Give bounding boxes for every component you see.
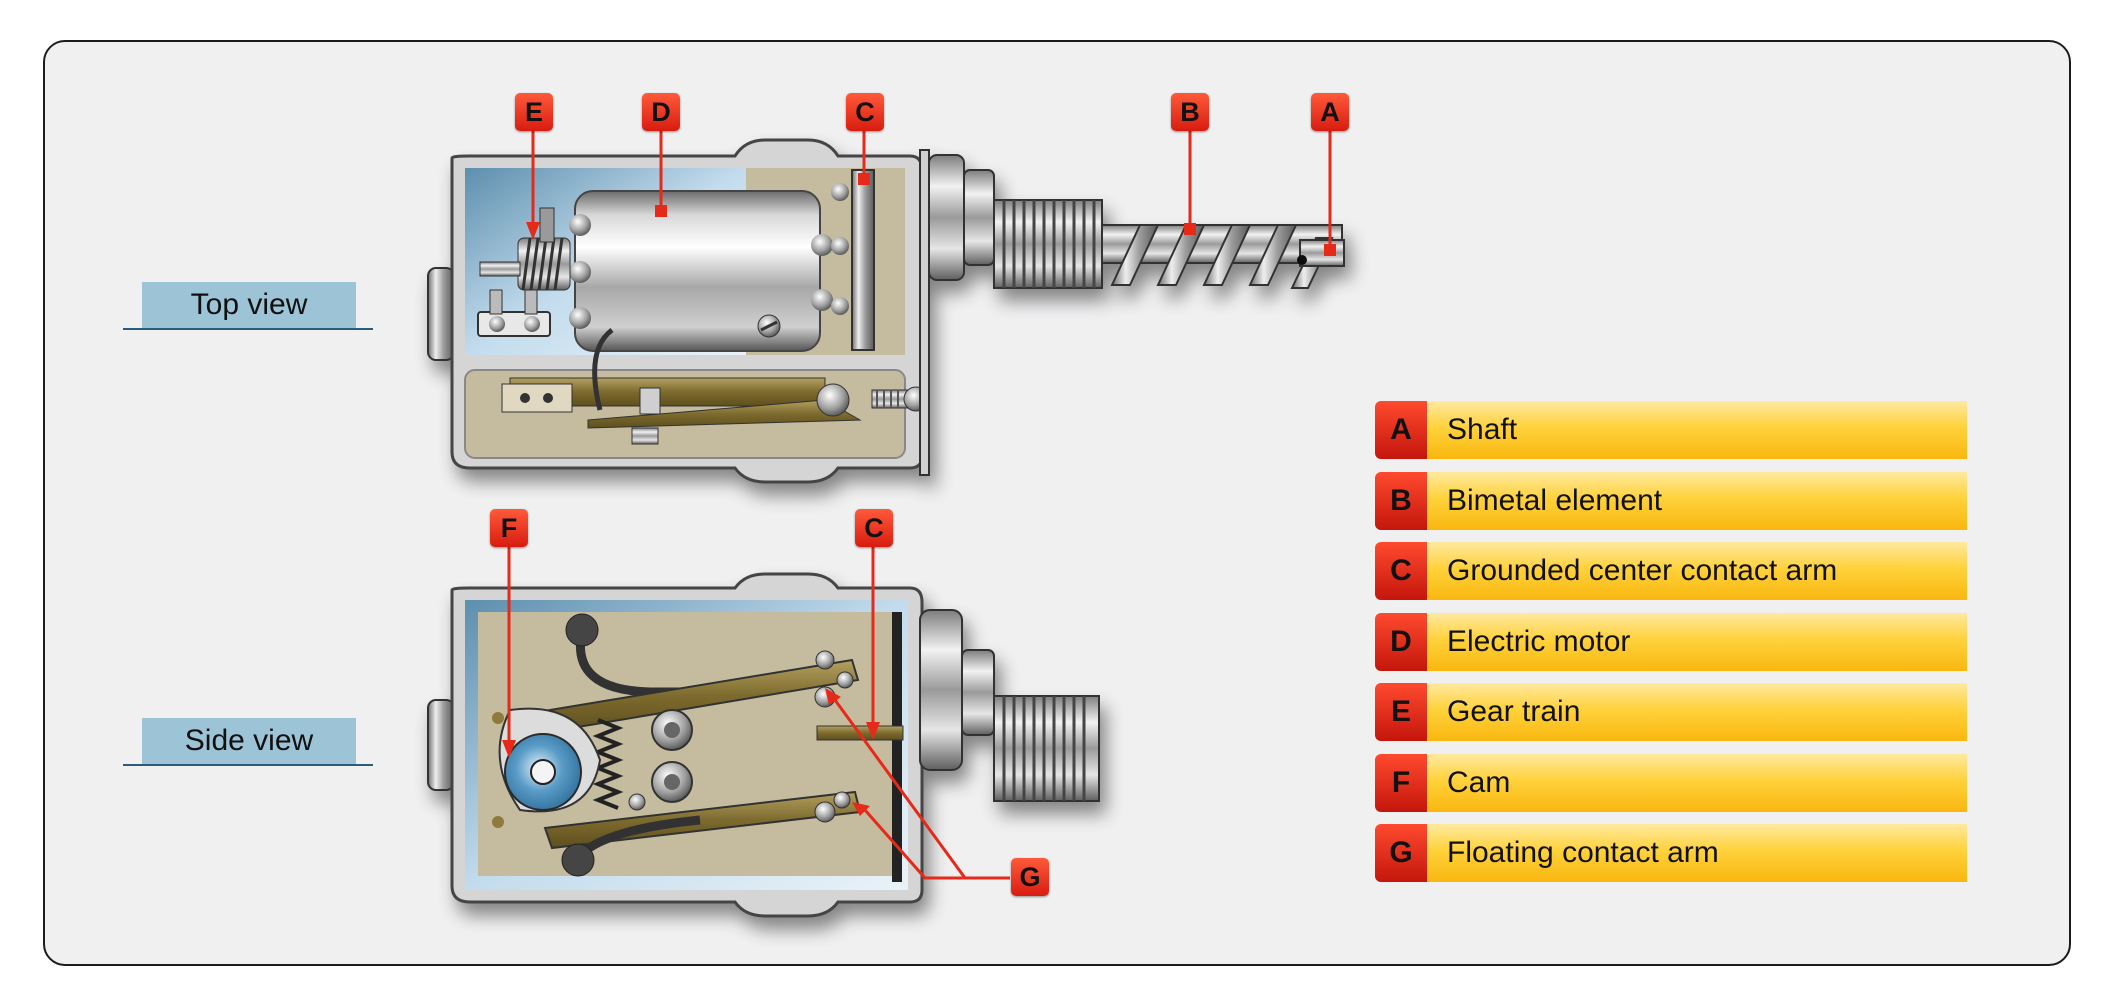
callout-markers bbox=[502, 173, 1336, 816]
legend-letter: B bbox=[1375, 471, 1427, 530]
top-view-drawing bbox=[427, 138, 1345, 484]
legend-label: Cam bbox=[1427, 753, 1967, 812]
callout-lines bbox=[507, 130, 1332, 880]
side-view-underline bbox=[123, 764, 373, 766]
legend-letter: A bbox=[1375, 401, 1427, 459]
legend-label: Electric motor bbox=[1427, 612, 1967, 671]
legend-item: G Floating contact arm bbox=[1375, 824, 1967, 882]
legend-item: F Cam bbox=[1375, 753, 1967, 812]
legend-label: Floating contact arm bbox=[1427, 824, 1967, 882]
legend-letter: D bbox=[1375, 612, 1427, 671]
legend-letter: C bbox=[1375, 542, 1427, 600]
top-view-underline bbox=[123, 328, 373, 330]
parts-legend: A Shaft B Bimetal element C Grounded cen… bbox=[1375, 401, 1967, 895]
legend-item: D Electric motor bbox=[1375, 612, 1967, 671]
side-view-label: Side view bbox=[142, 718, 356, 764]
legend-label: Bimetal element bbox=[1427, 471, 1967, 530]
legend-label: Shaft bbox=[1427, 401, 1967, 459]
legend-label: Gear train bbox=[1427, 683, 1967, 741]
callout-e-top: E bbox=[515, 93, 553, 131]
callout-c-top: C bbox=[846, 93, 884, 131]
legend-label: Grounded center contact arm bbox=[1427, 542, 1967, 600]
side-view-drawing bbox=[427, 572, 1100, 918]
callout-a-top: A bbox=[1311, 93, 1349, 131]
callout-g-side: G bbox=[1011, 858, 1049, 896]
callout-c-side: C bbox=[855, 509, 893, 547]
callout-b-top: B bbox=[1171, 93, 1209, 131]
callout-f-side: F bbox=[490, 509, 528, 547]
legend-letter: F bbox=[1375, 753, 1427, 812]
legend-item: E Gear train bbox=[1375, 683, 1967, 741]
top-view-label: Top view bbox=[142, 282, 356, 328]
legend-letter: G bbox=[1375, 824, 1427, 882]
legend-letter: E bbox=[1375, 683, 1427, 741]
callout-d-top: D bbox=[642, 93, 680, 131]
legend-item: A Shaft bbox=[1375, 401, 1967, 459]
legend-item: B Bimetal element bbox=[1375, 471, 1967, 530]
legend-item: C Grounded center contact arm bbox=[1375, 542, 1967, 600]
